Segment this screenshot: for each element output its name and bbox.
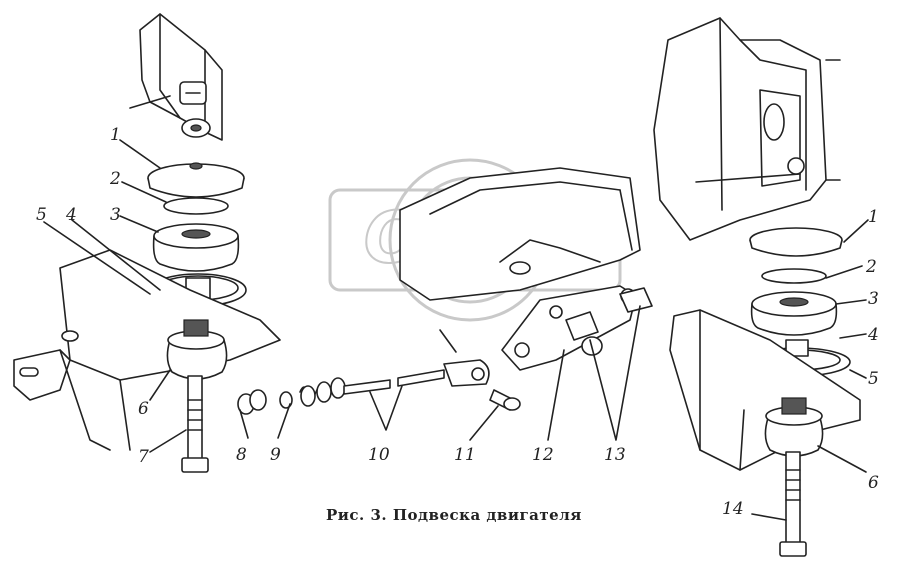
label-3-left: 3 [110, 205, 121, 225]
label-9: 9 [270, 445, 281, 465]
label-11: 11 [454, 445, 476, 465]
bolt-11 [489, 389, 521, 411]
label-5-left: 5 [36, 205, 47, 225]
label-5-right: 5 [868, 369, 879, 389]
right-frame-bracket [669, 309, 861, 471]
label-6-right: 6 [868, 473, 879, 493]
right-upper-bracket [653, 17, 841, 241]
spring-nut-8-9 [237, 377, 346, 415]
label-3-right: 3 [868, 289, 879, 309]
left-lower-cushion-6 [166, 319, 228, 380]
label-12: 12 [532, 445, 554, 465]
part-labels: 1 2 3 4 5 6 7 8 9 10 11 12 13 1 2 3 4 5 … [36, 125, 879, 519]
label-8: 8 [236, 445, 247, 465]
left-cushion-3 [152, 223, 240, 272]
label-7: 7 [138, 447, 149, 467]
label-4-right: 4 [867, 325, 879, 345]
leader-lines [43, 139, 869, 521]
left-cap-1 [147, 162, 245, 198]
left-bolt-7 [181, 375, 209, 473]
label-13: 13 [604, 445, 626, 465]
label-1-right: 1 [868, 207, 879, 227]
center-engine-bracket [399, 167, 641, 301]
right-washer-2 [761, 268, 827, 284]
label-2-left: 2 [109, 169, 121, 189]
right-bolt-14 [779, 451, 807, 557]
right-cushion-3 [750, 291, 838, 336]
right-cap-1 [749, 227, 843, 257]
label-2-right: 2 [865, 257, 877, 277]
label-14: 14 [722, 499, 744, 519]
upper-left-bracket [129, 13, 223, 141]
left-washer-2 [163, 197, 229, 215]
label-10: 10 [368, 445, 390, 465]
right-lower-cushion-6 [764, 397, 824, 457]
label-4-left: 4 [65, 205, 77, 225]
tie-rod-10 [343, 329, 490, 395]
label-6-left: 6 [138, 399, 149, 419]
label-1-left: 1 [110, 125, 121, 145]
figure-caption: Рис. 3. Подвеска двигателя [326, 506, 582, 524]
